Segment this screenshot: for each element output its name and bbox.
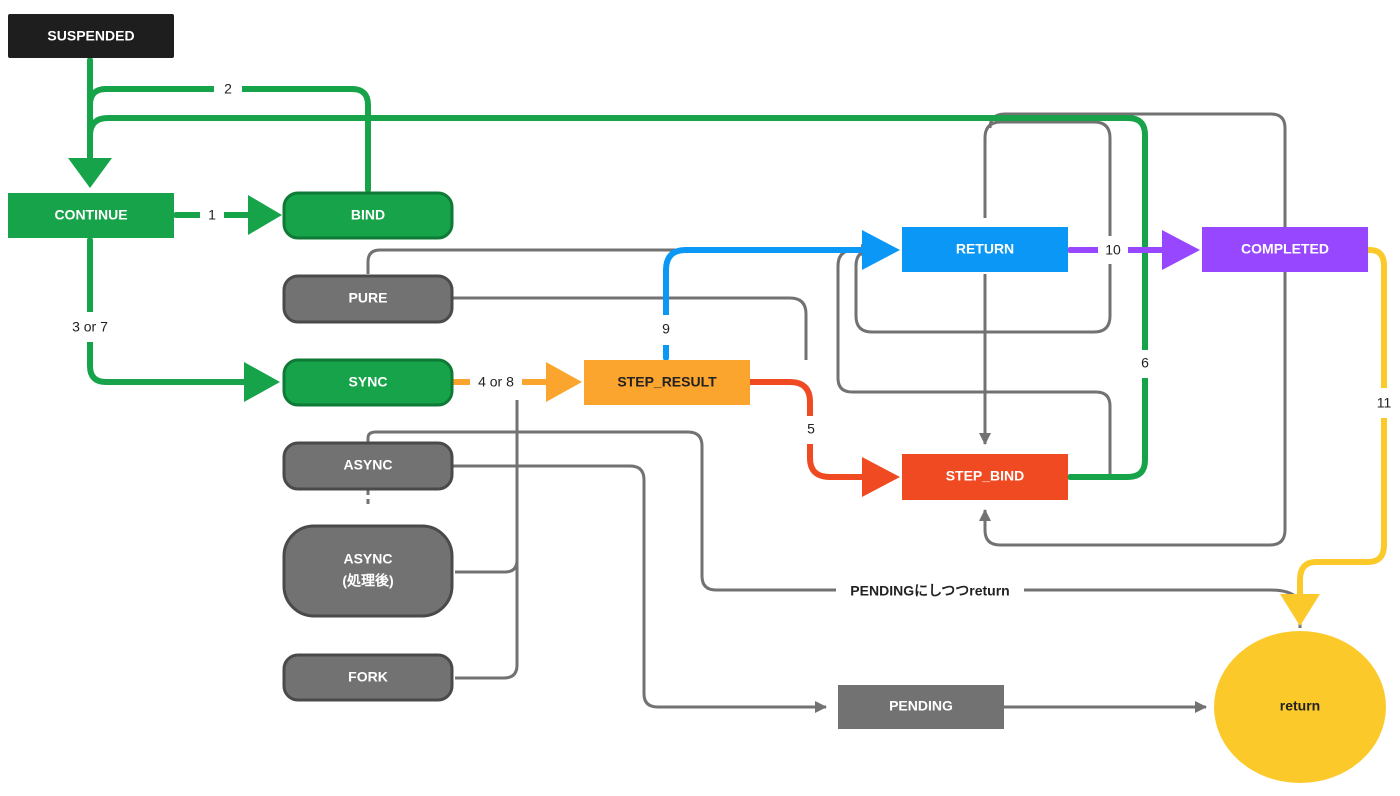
node-step-bind[interactable]: STEP_BIND [902, 454, 1068, 500]
arrow-head-step-bind [862, 457, 900, 497]
node-sync-label: SYNC [349, 374, 388, 390]
purple-edges [1067, 230, 1200, 270]
node-suspended[interactable]: SUSPENDED [8, 14, 174, 58]
node-bind[interactable]: BIND [282, 191, 454, 240]
edge-2-bind-to-continue [87, 86, 371, 193]
arrow-head-bind [248, 195, 282, 235]
edge-pure-to-step-bind [452, 296, 808, 360]
nodes: SUSPENDED CONTINUE BIND PURE SYNC ASYNC [8, 14, 1386, 783]
node-async[interactable]: ASYNC [282, 441, 454, 491]
edge-labels: 1 2 3 or 7 4 or 8 5 6 9 10 11 PENDINGにしつ… [56, 76, 1398, 604]
node-continue[interactable]: CONTINUE [8, 193, 174, 238]
node-async-done[interactable]: ASYNC (処理後) [282, 524, 454, 618]
edge-11-completed-to-return [1297, 247, 1387, 603]
edge-completed-back-loop [979, 128, 1287, 547]
edge-loop-return-top [854, 120, 1112, 334]
node-bind-label: BIND [351, 207, 385, 223]
node-async-label: ASYNC [343, 457, 392, 473]
node-step-result[interactable]: STEP_RESULT [584, 360, 750, 405]
node-pure-label: PURE [349, 290, 388, 306]
node-fork[interactable]: FORK [282, 653, 454, 702]
yellow-edges [1280, 247, 1387, 626]
edge-label-pending-return: PENDINGにしつつreturn [850, 583, 1009, 599]
node-pure[interactable]: PURE [282, 274, 454, 324]
edge-async-to-pending [452, 464, 827, 713]
edge-step-bind-loop [836, 248, 1112, 477]
edge-completed-to-step-bind [988, 112, 1287, 226]
edge-9-step-result-to-return [663, 247, 873, 361]
edge-3-continue-to-sync [87, 237, 253, 385]
edge-pure-to-return [366, 248, 860, 274]
edge-label-10: 10 [1105, 242, 1121, 258]
edge-label-11: 11 [1377, 395, 1392, 411]
node-sync[interactable]: SYNC [282, 358, 454, 407]
arrow-head-return-final [1280, 594, 1320, 626]
red-edges [747, 379, 900, 497]
arrow-head-return [862, 230, 900, 270]
node-return[interactable]: RETURN [902, 227, 1068, 272]
node-fork-label: FORK [348, 669, 388, 685]
arrow-head-sync [244, 362, 280, 402]
edge-async-pending-return [366, 430, 836, 592]
node-async-done-label-2: (処理後) [342, 573, 393, 589]
edge-label-5: 5 [807, 421, 815, 437]
node-step-bind-label: STEP_BIND [946, 468, 1025, 484]
node-continue-label: CONTINUE [54, 207, 127, 223]
node-completed-label: COMPLETED [1241, 241, 1329, 257]
node-return-final-label: return [1280, 698, 1320, 714]
edge-label-2: 2 [224, 81, 232, 97]
node-return-label: RETURN [956, 241, 1014, 257]
arrow-head-continue [68, 158, 112, 188]
arrow-head-completed [1162, 230, 1200, 270]
node-async-done-label-1: ASYNC [343, 551, 392, 567]
edge-label-4-or-8: 4 or 8 [478, 374, 514, 390]
edge-label-1: 1 [208, 207, 216, 223]
edge-label-9: 9 [662, 321, 670, 337]
node-pending-label: PENDING [889, 698, 953, 714]
edge-label-6: 6 [1141, 355, 1149, 371]
node-return-final[interactable]: return [1214, 631, 1386, 783]
edge-async-pending-return-2 [1024, 588, 1302, 628]
gray-edges [366, 112, 1302, 713]
node-suspended-label: SUSPENDED [47, 28, 134, 44]
node-completed[interactable]: COMPLETED [1202, 227, 1368, 272]
arrow-head-step-result [546, 362, 582, 402]
node-step-result-label: STEP_RESULT [617, 374, 717, 390]
blue-edges [663, 230, 900, 361]
edge-label-3-or-7: 3 or 7 [72, 319, 108, 335]
edge-sync-stem [455, 400, 519, 574]
edge-6-step-bind-to-continue [87, 115, 1148, 480]
node-pending[interactable]: PENDING [838, 685, 1004, 729]
edge-fork-link [455, 560, 519, 680]
